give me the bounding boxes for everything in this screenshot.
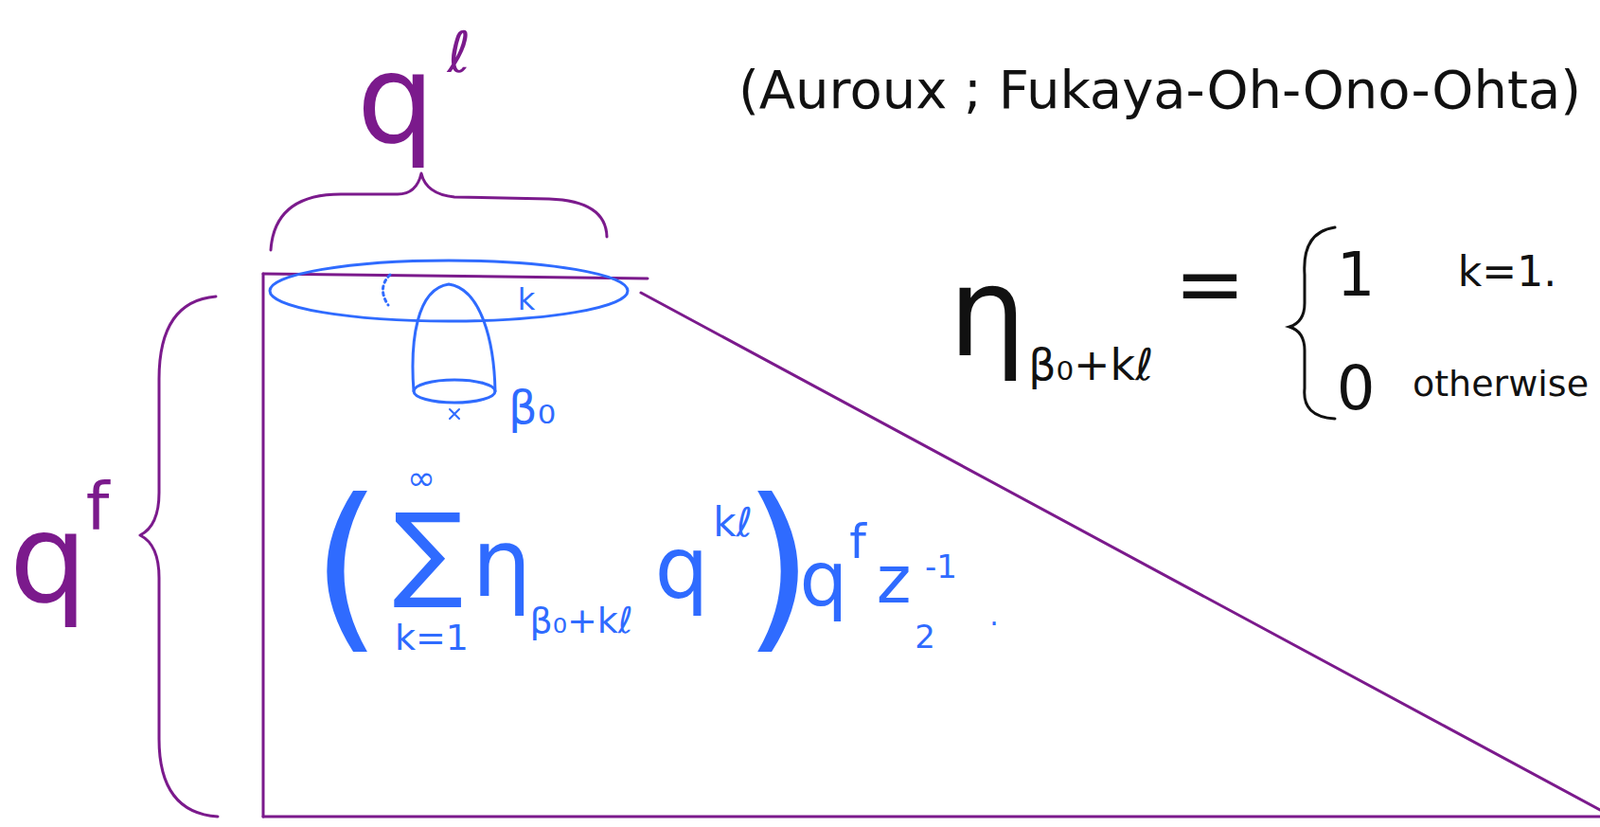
series-variable: z xyxy=(876,546,912,613)
axis-symbol: q xyxy=(9,497,89,621)
marked-point xyxy=(449,408,460,419)
series-variable: q xyxy=(800,541,849,618)
disc-boundary xyxy=(269,260,628,321)
axis-exponent: ℓ xyxy=(447,23,472,81)
series-variable: q xyxy=(654,525,709,611)
series-subscript: β₀+kℓ xyxy=(529,602,633,639)
axis-symbol: q xyxy=(356,37,436,161)
series-subscript: 2 xyxy=(914,620,936,653)
axis-exponent: f xyxy=(86,473,110,540)
series-coefficient: η xyxy=(471,515,532,611)
paren: ( xyxy=(311,476,382,657)
sum-limit: ∞ xyxy=(407,461,436,496)
left-brace xyxy=(140,296,218,817)
case-brace xyxy=(1289,227,1335,419)
dotted-arc xyxy=(382,274,391,305)
series-exponent: f xyxy=(849,517,867,566)
attribution-note: (Auroux ; Fukaya-Oh-Ono-Ohta) xyxy=(738,63,1582,117)
polytope-edge xyxy=(262,273,266,817)
formula-symbol: η xyxy=(948,250,1027,374)
case-value: 0 xyxy=(1336,357,1376,419)
disc-bubble-rim xyxy=(413,379,496,403)
case-value: 1 xyxy=(1336,244,1376,305)
polytope-edge xyxy=(263,815,1600,818)
formula-subscript: β₀+kℓ xyxy=(1028,342,1154,387)
case-condition: otherwise xyxy=(1412,365,1589,402)
disc-bubble xyxy=(412,284,496,392)
top-brace xyxy=(270,173,607,250)
series-period: . xyxy=(989,601,999,630)
series-exponent: -1 xyxy=(924,550,958,583)
disc-index: k xyxy=(515,284,538,315)
sum-sign: ∑ xyxy=(392,498,463,604)
case-condition: k=1. xyxy=(1457,250,1557,293)
formula-equals: = xyxy=(1173,241,1245,327)
disc-class: β₀ xyxy=(508,384,556,430)
sum-limit: k=1 xyxy=(394,619,469,656)
polytope-edge xyxy=(263,273,648,279)
polytope-edge xyxy=(640,292,1600,810)
